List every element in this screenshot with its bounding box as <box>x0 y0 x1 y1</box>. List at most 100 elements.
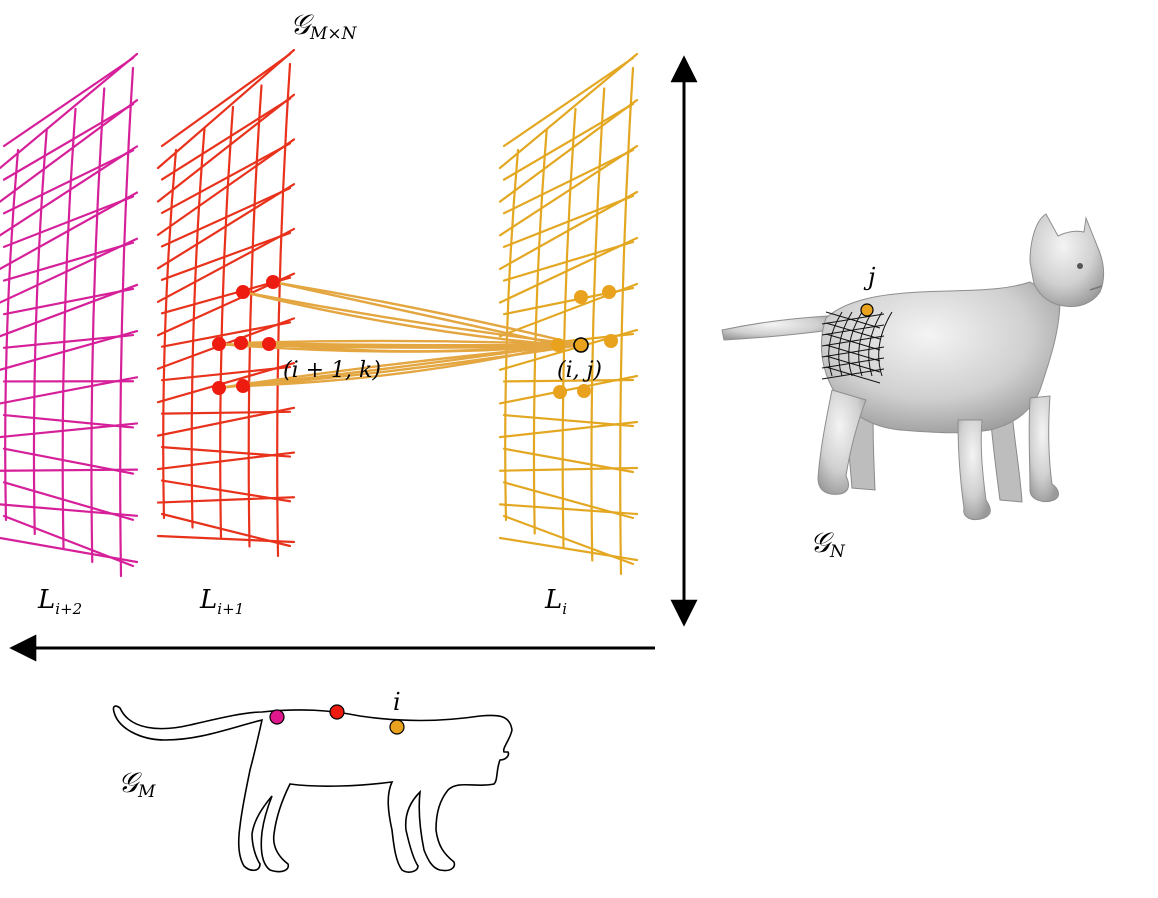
product-graph-label: 𝒢M×N <box>290 8 358 44</box>
cat-3d-shape <box>721 213 1105 521</box>
layer-node-red <box>236 379 250 393</box>
grid-cross-strand <box>0 52 139 170</box>
grid-diagonal-strand <box>502 514 635 566</box>
grid-cross-strand <box>0 145 139 237</box>
grid-diagonal-strand <box>2 287 135 316</box>
layer-node-red <box>262 337 276 351</box>
mesh-line <box>821 335 885 347</box>
grid-vertical-strand <box>619 66 635 576</box>
grid-cross-strand <box>156 138 296 237</box>
outline-node-magenta <box>269 709 285 725</box>
product-edge <box>240 339 582 347</box>
source-graph-label: 𝒢M <box>118 766 156 802</box>
mesh-line <box>825 366 881 384</box>
grid-diagonal-strand <box>160 321 292 348</box>
layer-i-plus-1-nodes <box>212 275 280 395</box>
product-edge <box>242 343 582 388</box>
layer-label-i-plus-1: Li+1 <box>199 585 244 618</box>
mesh-line <box>858 311 873 377</box>
vertex-i-marker <box>389 719 405 735</box>
grid-cross-strand <box>0 191 139 271</box>
grid-diagonal-strand <box>502 194 635 249</box>
grid-cross-strand <box>498 144 639 237</box>
mesh-line <box>821 313 885 325</box>
cat-2d-outline <box>112 704 513 873</box>
mesh-line <box>821 324 885 336</box>
grid-diagonal-strand <box>502 102 635 181</box>
outline-node-red <box>329 704 345 720</box>
node-label-i-j: (i, j) <box>557 358 602 383</box>
grid-diagonal-strand <box>502 56 635 148</box>
grid-diagonal-strand <box>2 103 135 181</box>
grid-vertical-strand <box>4 148 20 522</box>
mesh-line <box>825 333 881 351</box>
layer-label-i: Li <box>544 585 567 618</box>
grid-diagonal-strand <box>502 240 635 282</box>
grid-vertical-strand <box>119 66 135 578</box>
grid-vertical-strand <box>90 87 106 564</box>
grid-cross-strand <box>156 183 296 270</box>
layer-node-gold <box>604 334 618 348</box>
grid-vertical-strand <box>61 107 77 550</box>
grid-diagonal-strand <box>502 378 635 383</box>
vertex-j-marker <box>860 303 874 317</box>
mesh-line <box>838 311 853 377</box>
product-edges <box>218 280 582 390</box>
node-label-i-plus-1-k: (i + 1, k) <box>283 358 381 383</box>
product-edge <box>272 280 582 347</box>
layer-i-nodes <box>551 285 618 399</box>
grid-vertical-strand <box>590 87 606 562</box>
grid-cross-strand <box>156 93 296 203</box>
grid-diagonal-strand <box>160 231 292 281</box>
mesh-line <box>825 355 881 373</box>
grid-diagonal-strand <box>160 512 292 548</box>
grid-diagonal-strand <box>2 514 135 568</box>
layer-grid-i-plus-2 <box>0 52 139 578</box>
mesh-line <box>821 346 885 358</box>
grid-vertical-strand <box>532 128 548 535</box>
layer-grid-i-plus-1 <box>156 48 296 558</box>
product-edge <box>272 280 562 347</box>
mesh-line <box>878 311 893 377</box>
layer-node-gold <box>577 384 591 398</box>
grid-vertical-strand <box>190 127 206 529</box>
grid-diagonal-strand <box>2 56 135 148</box>
grid-diagonal-strand <box>160 445 292 458</box>
grid-diagonal-strand <box>160 52 292 148</box>
grid-diagonal-strand <box>502 148 635 215</box>
grid-vertical-strand <box>32 128 48 536</box>
grid-diagonal-strand <box>502 413 635 428</box>
grid-cross-strand <box>0 99 139 203</box>
grid-diagonal-strand <box>160 479 292 503</box>
grid-vertical-strand <box>247 84 263 548</box>
grid-cross-strand <box>498 98 639 203</box>
mesh-line <box>821 357 885 369</box>
grid-diagonal-strand <box>502 447 635 474</box>
grid-diagonal-strand <box>2 241 135 282</box>
layer-grid-i <box>498 52 639 576</box>
layer-node-gold <box>602 285 616 299</box>
grid-vertical-strand <box>276 62 292 558</box>
grid-cross-strand <box>498 190 639 271</box>
mesh-patch <box>821 311 893 384</box>
product-edge <box>242 290 562 347</box>
grid-diagonal-strand <box>2 481 135 521</box>
mesh-line <box>821 368 885 380</box>
grid-diagonal-strand <box>160 410 292 415</box>
product-edge <box>268 342 562 353</box>
vertex-label-j: j <box>863 263 876 291</box>
grid-diagonal-strand <box>160 187 292 248</box>
mesh-line <box>868 311 883 377</box>
node-i-j <box>573 337 589 353</box>
layer-node-red <box>212 337 226 351</box>
layer-node-gold <box>553 385 567 399</box>
mesh-line <box>825 322 881 340</box>
grid-diagonal-strand <box>160 365 292 382</box>
grid-diagonal-strand <box>2 413 135 429</box>
target-graph-label: 𝒢N <box>810 526 846 562</box>
grid-vertical-strand <box>561 107 577 549</box>
mesh-line <box>825 344 881 362</box>
grid-diagonal-strand <box>502 481 635 520</box>
